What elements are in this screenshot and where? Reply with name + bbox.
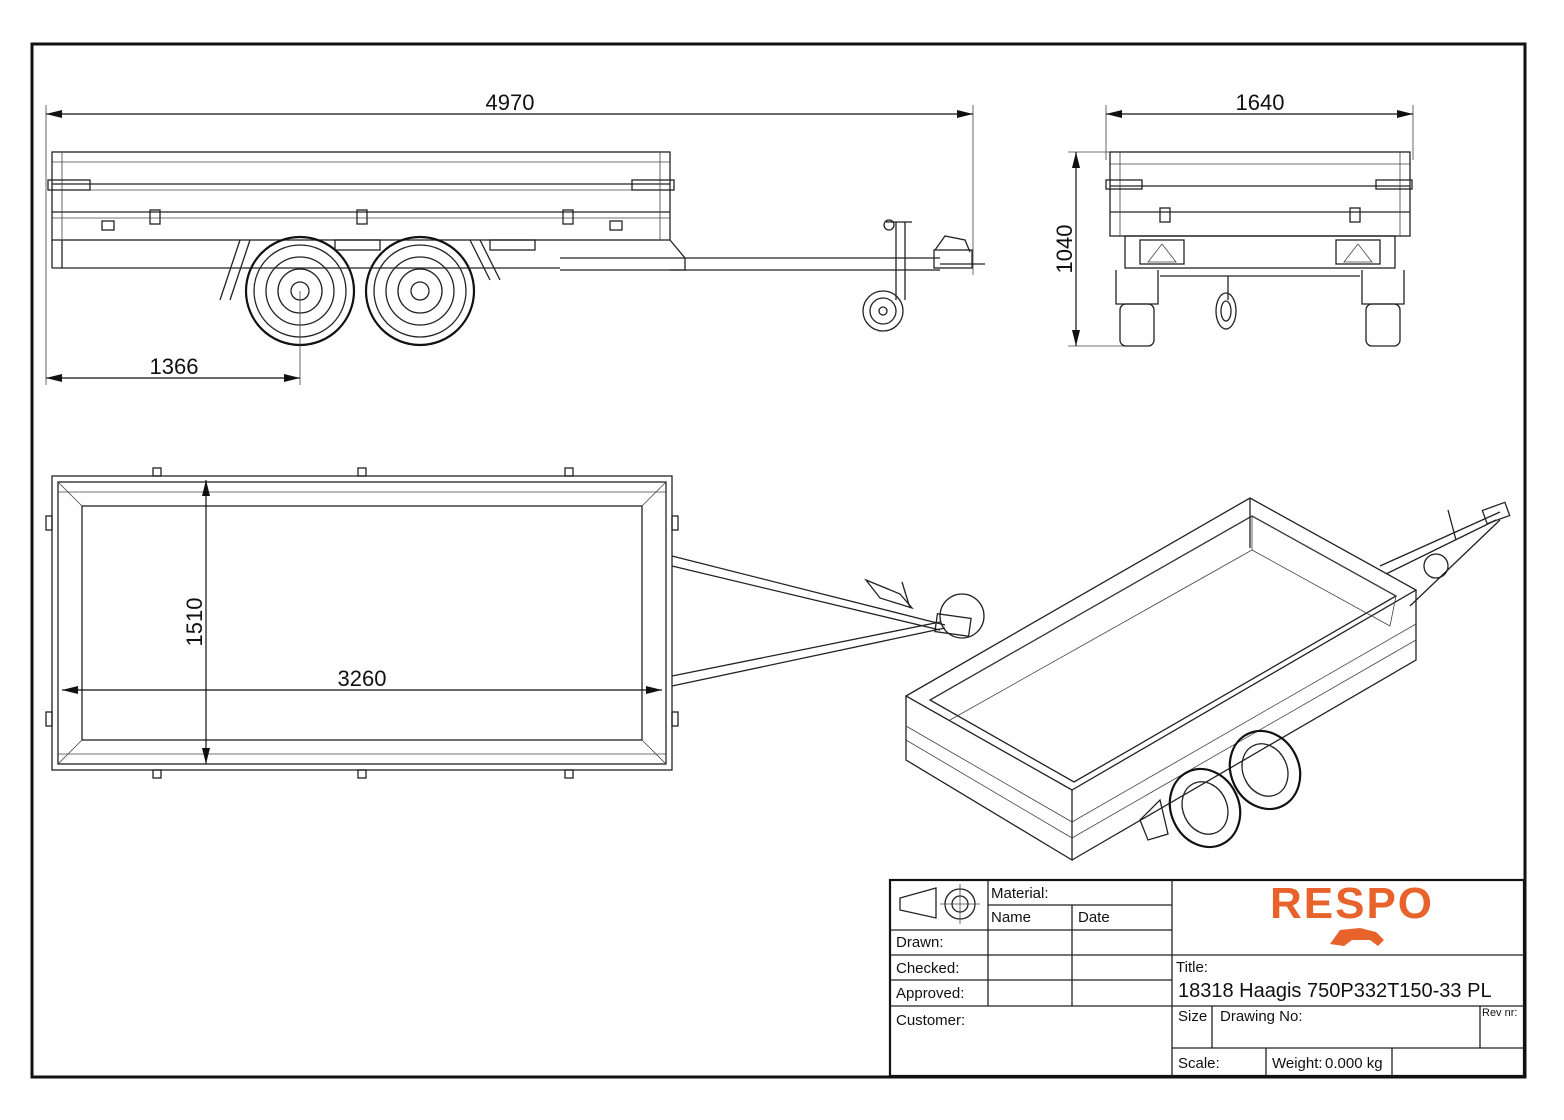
top-view: 1510 3260	[45, 467, 985, 779]
dimension-overall-width: 1640	[1236, 90, 1285, 115]
customer-label: Customer:	[896, 1012, 965, 1029]
drawn-label: Drawn:	[896, 934, 944, 951]
side-view: 4970	[45, 90, 985, 385]
approved-label: Approved:	[896, 985, 964, 1002]
size-label: Size	[1178, 1008, 1207, 1025]
dimension-overall-length: 4970	[486, 90, 535, 115]
dimension-axle-position: 1366	[150, 354, 199, 379]
checked-label: Checked:	[896, 960, 959, 977]
dimension-inner-width: 1510	[182, 598, 207, 647]
bull-logo-icon	[1330, 928, 1384, 946]
dimension-overall-height: 1040	[1052, 225, 1077, 274]
weight-label: Weight:	[1272, 1055, 1323, 1072]
weight-value: 0.000 kg	[1325, 1055, 1383, 1072]
front-view: 1640 1040	[1052, 90, 1414, 347]
dimension-inner-length: 3260	[338, 666, 387, 691]
material-label: Material:	[991, 885, 1049, 902]
rev-label: Rev nr:	[1482, 1007, 1517, 1019]
name-column-label: Name	[991, 909, 1031, 926]
projection-symbol-icon	[899, 884, 980, 924]
isometric-view	[904, 497, 1511, 862]
drawing-no-label: Drawing No:	[1220, 1008, 1303, 1025]
brand-logo: RESPO	[1270, 879, 1434, 928]
side-wheel-rear	[364, 235, 476, 347]
title-label: Title:	[1176, 959, 1208, 976]
scale-label: Scale:	[1178, 1055, 1220, 1072]
drawing-title: 18318 Haagis 750P332T150-33 PL	[1178, 980, 1492, 1002]
title-block: Material: Name Date Drawn: Checked: Appr…	[888, 878, 1526, 1078]
date-column-label: Date	[1078, 909, 1110, 926]
drawing-frame	[30, 42, 1527, 1079]
